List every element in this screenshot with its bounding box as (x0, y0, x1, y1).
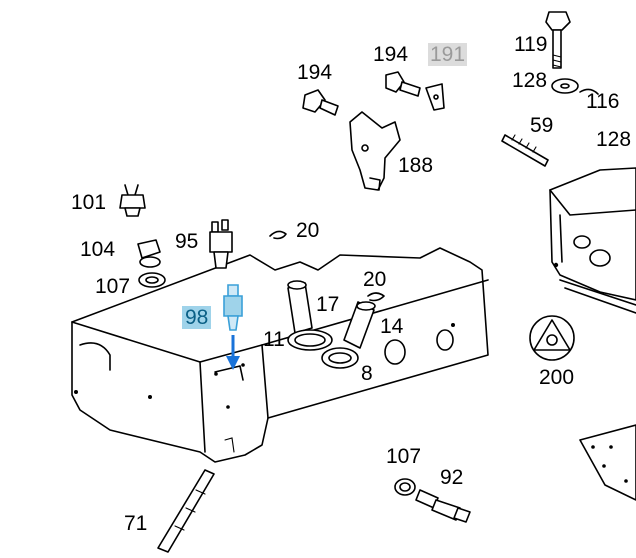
part-98-sensor-highlighted (223, 284, 243, 370)
part-194-bolt-right (385, 71, 421, 97)
part-71-pipe (157, 469, 215, 553)
callout-188[interactable]: 188 (398, 154, 434, 177)
part-191-clip (425, 83, 445, 111)
callout-92[interactable]: 92 (440, 466, 464, 489)
callout-95[interactable]: 95 (175, 230, 199, 253)
callout-11[interactable]: 11 (263, 328, 285, 351)
part-95-sender (209, 219, 233, 269)
part-104-plug (137, 239, 161, 268)
cover-fragment (579, 424, 636, 501)
part-17-sleeve (287, 280, 313, 334)
part-188-bracket (349, 111, 401, 191)
part-20-clip-upper (269, 230, 287, 240)
callout-107-lower[interactable]: 107 (386, 445, 422, 468)
callout-71[interactable]: 71 (124, 512, 148, 535)
callout-119[interactable]: 119 (514, 33, 548, 56)
callout-194-right[interactable]: 194 (373, 43, 409, 66)
housing-body (71, 247, 489, 463)
part-101-sensor (119, 184, 146, 217)
part-11-oring (287, 329, 333, 351)
callout-191[interactable]: 191 (428, 43, 468, 66)
part-14-sleeve (343, 301, 376, 349)
callout-8[interactable]: 8 (361, 362, 373, 385)
part-59-stud (501, 134, 549, 167)
part-107-seal-upper (138, 272, 166, 288)
part-128-washer (551, 78, 579, 94)
part-194-bolt-left (302, 89, 339, 116)
crankcase-fragment (549, 167, 636, 314)
part-116-fragment (579, 88, 599, 95)
callout-17[interactable]: 17 (316, 293, 340, 316)
callout-20-upper[interactable]: 20 (296, 219, 320, 242)
callout-101[interactable]: 101 (71, 191, 107, 214)
callout-107-upper[interactable]: 107 (95, 275, 131, 298)
part-200-cap (529, 315, 575, 361)
callout-200[interactable]: 200 (539, 366, 575, 389)
callout-20-lower[interactable]: 20 (363, 268, 387, 291)
part-8-seal (321, 347, 359, 369)
callout-104[interactable]: 104 (80, 238, 116, 261)
part-107-seal-lower (394, 478, 416, 496)
part-119-bolt (545, 11, 571, 69)
callout-14[interactable]: 14 (380, 315, 404, 338)
callout-128-upper[interactable]: 128 (512, 69, 548, 92)
callout-98-selected[interactable]: 98 (182, 306, 212, 329)
part-20-clip-lower (367, 292, 385, 302)
callout-194-left[interactable]: 194 (297, 61, 333, 84)
part-92-sensor (415, 489, 471, 523)
callout-116[interactable]: 116 (586, 90, 620, 113)
callout-59[interactable]: 59 (530, 114, 554, 137)
callout-128-right[interactable]: 128 (596, 128, 632, 151)
